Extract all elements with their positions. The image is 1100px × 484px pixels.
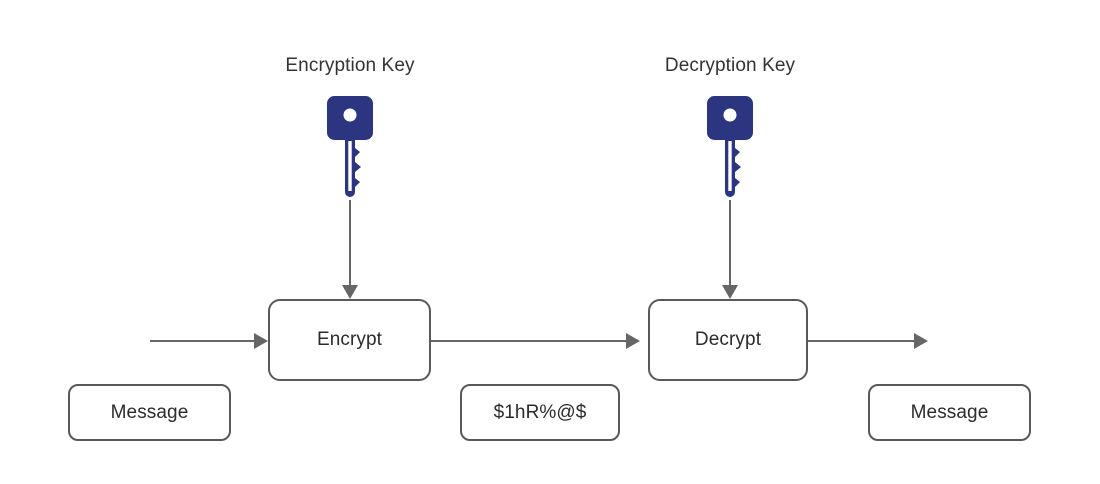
encryption-key-label: Encryption Key: [285, 55, 415, 76]
input-flow-line: [150, 340, 256, 342]
message-output-box[interactable]: Message: [868, 384, 1031, 441]
encrypt-process-box[interactable]: Encrypt: [268, 299, 431, 381]
message-input-box[interactable]: Message: [68, 384, 231, 441]
decryption-key-connector-line: [729, 200, 731, 285]
decryption-key-connector-arrow: [722, 285, 738, 299]
encryption-key-icon: [327, 96, 373, 197]
decrypt-process-box[interactable]: Decrypt: [648, 299, 808, 381]
encryption-key-connector-arrow: [342, 285, 358, 299]
decryption-key-label: Decryption Key: [664, 55, 796, 76]
encryption-key-connector-line: [349, 200, 351, 285]
output-flow-arrow: [914, 333, 928, 349]
decryption-key-icon: [707, 96, 753, 197]
ciphertext-flow-arrow: [626, 333, 640, 349]
ciphertext-box[interactable]: $1hR%@$: [460, 384, 620, 441]
output-flow-line: [808, 340, 916, 342]
input-flow-arrow: [254, 333, 268, 349]
ciphertext-flow-line: [431, 340, 627, 342]
